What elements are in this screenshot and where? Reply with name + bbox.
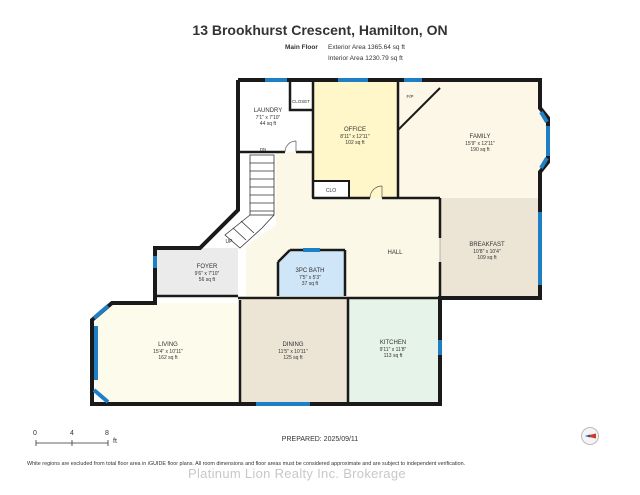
label-breakfast: BREAKFAST — [469, 242, 505, 248]
area-bath: 37 sq ft — [302, 281, 319, 287]
listing-title: 13 Brookhurst Crescent, Hamilton, ON — [192, 22, 448, 38]
label-up: UP — [226, 239, 234, 245]
label-living: LIVING — [158, 342, 178, 348]
area-living: 162 sq ft — [158, 355, 178, 361]
compass-icon — [581, 427, 599, 445]
scale-tick-4: 4 — [70, 430, 74, 437]
dims-living: 15'4" x 10'11" — [153, 349, 183, 355]
dims-office: 8'11" x 12'11" — [340, 134, 370, 140]
floor-name: Main Floor — [285, 44, 318, 51]
scale-unit: ft — [113, 438, 117, 445]
dining-area — [240, 300, 347, 404]
disclaimer: White regions are excluded from total fl… — [27, 461, 466, 467]
room-fills — [96, 80, 548, 404]
dims-kitchen: 9'11" x 11'8" — [380, 347, 407, 353]
room-labels: LAUNDRY 7'1" x 7'10" 44 sq ft CLOSET OFF… — [153, 94, 505, 361]
area-kitchen: 113 sq ft — [384, 353, 403, 359]
breakfast-area — [440, 198, 540, 298]
area-breakfast: 109 sq ft — [477, 255, 497, 261]
stairs-area — [215, 152, 276, 250]
label-fp: F/P — [406, 94, 413, 99]
window-living-3 — [92, 388, 110, 404]
staircase — [224, 154, 275, 249]
window-living-2 — [92, 304, 110, 320]
area-dining: 125 sq ft — [283, 355, 303, 361]
dims-dining: 11'5" x 10'11" — [278, 349, 308, 355]
window-family-4 — [539, 156, 549, 170]
scale-tick-8: 8 — [105, 430, 109, 437]
dims-family: 15'9" x 12'11" — [465, 141, 495, 147]
label-bath: 3PC BATH — [296, 268, 325, 274]
windows — [92, 78, 550, 406]
laundry-area — [240, 80, 313, 152]
bath-area — [278, 250, 345, 296]
scale-tick-0: 0 — [33, 430, 37, 437]
label-laundry: LAUNDRY — [254, 108, 283, 114]
office-area — [313, 80, 398, 198]
label-foyer: FOYER — [197, 264, 218, 270]
dims-laundry: 7'1" x 7'10" — [256, 115, 281, 121]
label-dn: DN — [260, 147, 267, 152]
prepared-date: PREPARED: 2025/09/11 — [281, 436, 359, 443]
foyer-area — [155, 248, 238, 296]
dims-breakfast: 10'8" x 10'4" — [473, 249, 501, 255]
area-family: 190 sq ft — [470, 147, 490, 153]
family-area — [398, 80, 548, 198]
label-dining: DINING — [283, 342, 304, 348]
dims-foyer: 9'6" x 7'10" — [195, 271, 220, 277]
watermark: Platinum Lion Realty Inc. Brokerage — [188, 466, 406, 481]
kitchen-area — [348, 298, 440, 404]
dims-bath: 7'5" x 5'3" — [299, 275, 321, 281]
exterior-area: Exterior Area 1365.64 sq ft — [328, 44, 405, 51]
label-hall: HALL — [387, 250, 403, 256]
exterior-walls — [90, 78, 550, 406]
clo-area — [313, 181, 349, 198]
doors — [284, 140, 441, 262]
area-laundry: 44 sq ft — [260, 121, 277, 127]
living-area — [96, 303, 238, 404]
label-kitchen: KITCHEN — [380, 340, 406, 346]
area-foyer: 56 sq ft — [199, 277, 216, 283]
label-office: OFFICE — [344, 127, 366, 133]
interior-walls — [155, 80, 442, 404]
label-closet: CLOSET — [292, 99, 310, 104]
window-family-2 — [539, 110, 549, 124]
scale-bar — [35, 440, 109, 446]
area-office: 102 sq ft — [345, 140, 365, 146]
label-clo: CLO — [326, 188, 336, 194]
interior-area: Interior Area 1230.79 sq ft — [328, 55, 403, 62]
label-family: FAMILY — [470, 134, 491, 140]
